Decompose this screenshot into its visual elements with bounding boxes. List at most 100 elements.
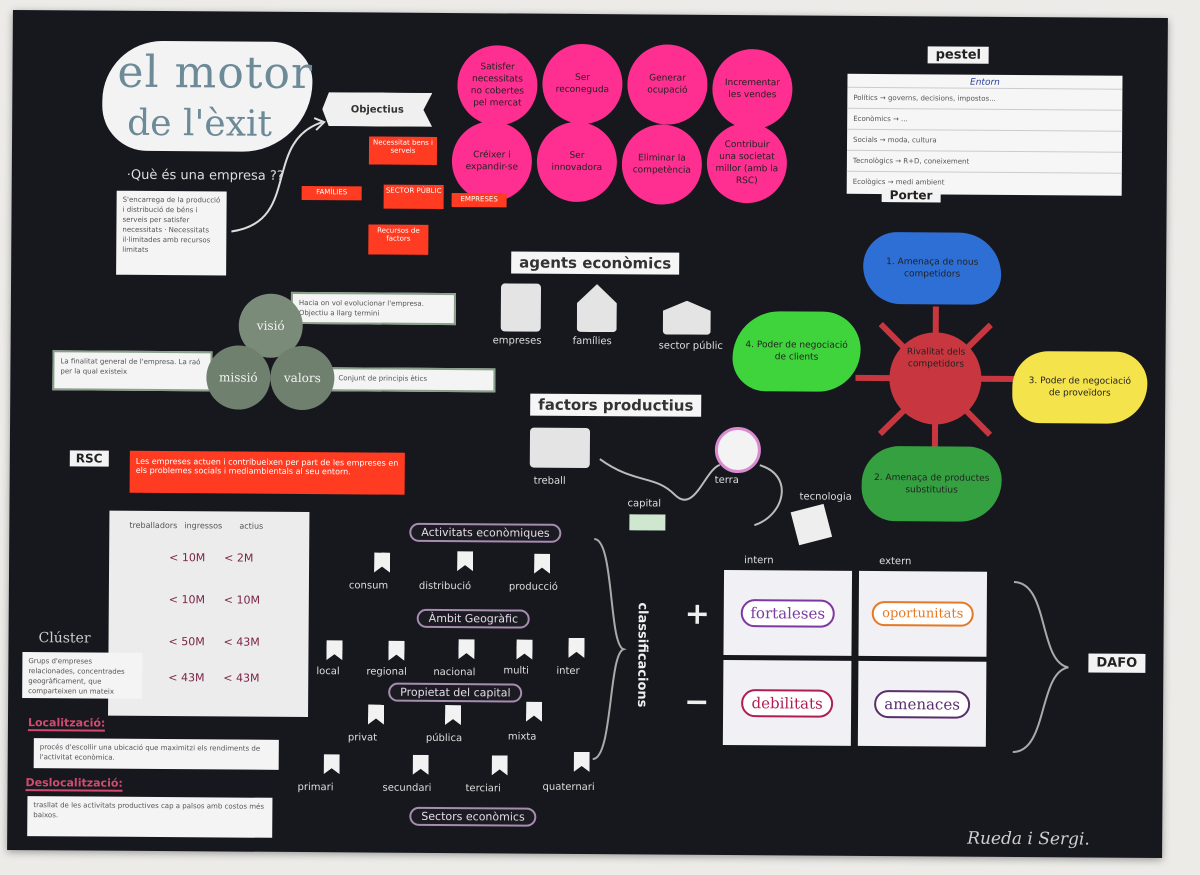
classificacions-label-box: classificacions (630, 579, 655, 729)
cycle-arrow (231, 117, 326, 233)
porter-label: Porter (881, 188, 941, 203)
family-icon (577, 284, 617, 332)
size-cell: < 43M (223, 671, 260, 685)
government-building-icon (663, 301, 711, 335)
objectiu-circle: Créixer i expandir-se (451, 121, 533, 202)
classificacions-label: classificacions (634, 601, 651, 707)
factors-title: factors productius (530, 393, 702, 417)
definition-note: S'encarrega de la producció i distribuci… (116, 190, 227, 276)
deslocalitzacio-label: Deslocalització: (25, 776, 123, 792)
agent-label: sector públic (658, 340, 723, 352)
oportunitats-label: oportunitats (872, 600, 974, 627)
size-cell: < 10M (169, 551, 206, 565)
dafo-extern: extern (879, 556, 912, 568)
activitat-item: distribució (418, 580, 472, 593)
propietat-item: privat (347, 732, 378, 744)
debilitats-card: debilitats (722, 659, 852, 746)
vision-note: Hacia on vol evolucionar l'empresa. Obje… (290, 291, 456, 326)
sectors-title: Sectors econòmics (409, 806, 537, 827)
localitzacio-label: Localització: (27, 716, 106, 732)
pestel-line: Polítics → governs, decisions, impostos.… (847, 86, 1123, 110)
size-cell: < 43M (223, 635, 260, 649)
bookmark-icon (457, 551, 473, 571)
size-cell: < 43M (168, 671, 205, 685)
size-header: treballadors (129, 520, 178, 531)
missio-circle: missió (206, 345, 271, 410)
agent-label: empreses (492, 335, 542, 347)
ambit-item: nacional (433, 666, 476, 679)
porter-center: Rivalitat dels competidors (906, 347, 966, 370)
amenaces-label: amenaces (874, 689, 971, 719)
pestel-line: Tecnològics → R+D, coneixement (846, 149, 1122, 173)
objectius-label: Objectius (350, 103, 404, 116)
propietat-item: mixta (507, 731, 537, 743)
ambit-title: Àmbit Geogràfic (416, 608, 531, 629)
ambit-item: local (316, 666, 340, 678)
activitat-item: consum (348, 580, 389, 592)
pestel-card: Entorn Polítics → governs, decisions, im… (846, 73, 1123, 196)
poster-title-line1: el motor (117, 46, 314, 100)
objectiu-circle: Contribuir una societat millor (amb la R… (706, 122, 788, 204)
cycle-top: Necessitat bens i serveis (368, 136, 438, 165)
dafo-plus: + (684, 596, 711, 632)
porter-top: 1. Amenaça de nous competidors (862, 231, 1002, 305)
classificacions-bracket (592, 538, 627, 761)
fortaleses-card: fortaleses (723, 569, 853, 656)
visio-label: visió (256, 318, 285, 333)
bookmark-icon (458, 639, 474, 659)
sector-item: primari (297, 781, 334, 794)
objectiu-circle: Ser reconeguda (542, 43, 623, 125)
bookmark-icon (413, 755, 429, 775)
bookmark-icon (324, 754, 340, 774)
sector-item: quaternari (542, 781, 595, 794)
amenaces-card: amenaces (857, 660, 987, 747)
cluster-label: Clúster (38, 630, 91, 647)
size-cell: < 2M (224, 551, 254, 565)
agent-label: famílies (572, 335, 612, 348)
cycle-center: SECTOR PÚBLIC (383, 184, 444, 209)
objectiu-circle: Satisfer necessitats no cobertes pel mer… (457, 45, 538, 126)
ambit-item: inter (556, 665, 580, 677)
dafo-label: DAFO (1088, 653, 1146, 673)
agents-title: agents econòmics (511, 251, 680, 275)
valors-circle: valors (270, 345, 335, 411)
dafo-minus: − (684, 684, 710, 720)
fortaleses-label: fortaleses (740, 598, 836, 628)
activitat-item: producció (508, 581, 558, 593)
valors-label: valors (283, 370, 321, 386)
bookmark-icon (368, 704, 384, 724)
dafo-intern: intern (744, 555, 774, 567)
mission-note: La finalitat general de l'empresa. La ra… (52, 350, 213, 392)
ambit-item: multi (503, 665, 529, 677)
oportunitats-card: oportunitats (858, 570, 988, 657)
missio-label: missió (219, 370, 258, 385)
bookmark-icon (516, 640, 532, 660)
size-header: ingressos (184, 521, 223, 531)
deslocalitzacio-text: trasllat de les activitats productives c… (27, 796, 273, 838)
propietat-title: Propietat del capital (388, 682, 523, 703)
cycle-bottom: Recursos de factors (368, 224, 429, 255)
factor-label: treball (533, 475, 566, 487)
factors-connector (599, 458, 783, 527)
porter-left: 4. Poder de negociació de clients (732, 311, 861, 392)
objectiu-circle: Generar ocupació (627, 44, 708, 125)
size-cell: < 10M (168, 593, 206, 607)
debilitats-label: debilitats (741, 688, 833, 718)
values-note: Conjunt de principis ètics (330, 367, 496, 393)
pestel-line: Econòmics → ... (847, 107, 1123, 131)
size-cell: < 50M (168, 635, 205, 649)
objectiu-circle: Incrementar les vendes (712, 48, 793, 130)
porter-star (855, 306, 1016, 452)
objectiu-circle: Ser innovadora (536, 121, 618, 203)
objectiu-circle: Eliminar la competència (621, 124, 703, 205)
rsc-label: RSC (69, 450, 109, 467)
size-header: actius (239, 521, 264, 531)
size-cell: < 10M (223, 593, 261, 607)
building-icon (500, 283, 542, 332)
propietat-item: pública (425, 732, 463, 745)
bookmark-icon (388, 641, 404, 661)
dafo-bracket (1012, 580, 1069, 753)
porter-right: 3. Poder de negociació de proveïdors (1012, 350, 1148, 424)
bookmark-icon (492, 755, 508, 775)
cluster-text: Grups d'empreses relacionades, concentra… (22, 652, 143, 699)
